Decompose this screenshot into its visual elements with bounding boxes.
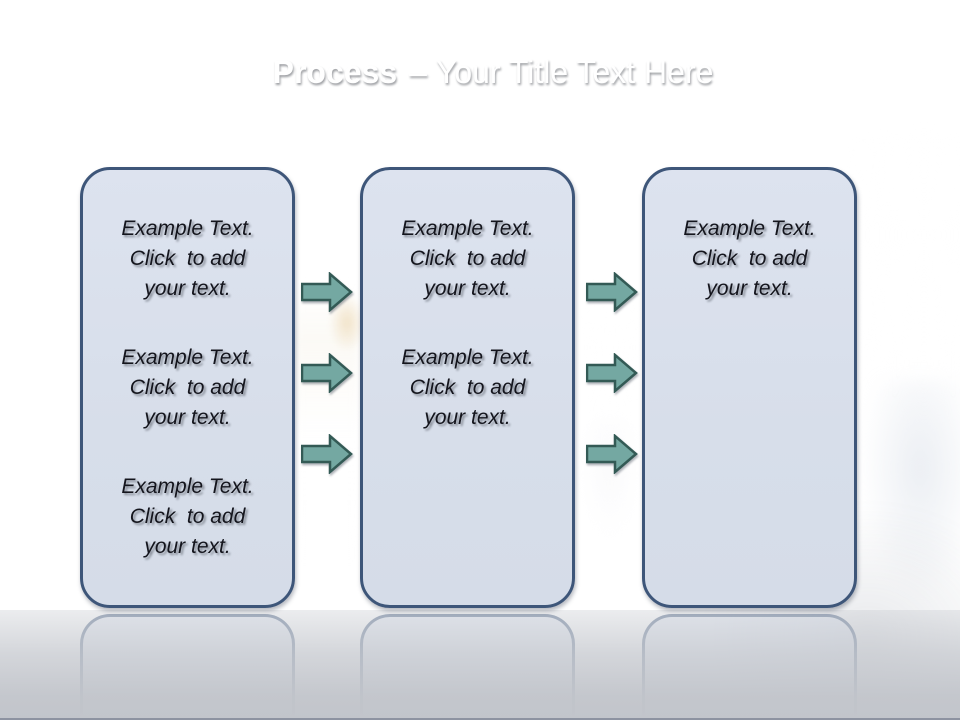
arrow-right-icon: [301, 434, 353, 474]
background-photo-fabric-lower: [860, 380, 960, 600]
process-step-box-3[interactable]: Example Text. Click to add your text.: [642, 167, 857, 608]
process-step-box-2[interactable]: Example Text. Click to add your text. Ex…: [360, 167, 575, 608]
slide-bottom-edge: [0, 718, 960, 720]
box-reflection-3: [642, 614, 857, 720]
arrow-right-icon: [586, 353, 638, 393]
box-reflection-1: [80, 614, 295, 720]
arrow-right-icon: [586, 272, 638, 312]
arrow-right-icon: [301, 353, 353, 393]
text-placeholder[interactable]: Example Text. Click to add your text.: [401, 346, 534, 429]
text-placeholder[interactable]: Example Text. Click to add your text.: [121, 217, 254, 300]
process-step-box-1[interactable]: Example Text. Click to add your text. Ex…: [80, 167, 295, 608]
arrow-right-icon: [586, 434, 638, 474]
arrow-right-icon: [301, 272, 353, 312]
text-placeholder[interactable]: Example Text. Click to add your text.: [121, 346, 254, 429]
text-placeholder[interactable]: Example Text. Click to add your text.: [401, 217, 534, 300]
background-photo-fabric: [840, 130, 960, 430]
slide-title-separator: –: [409, 54, 427, 90]
text-placeholder[interactable]: Example Text. Click to add your text.: [121, 475, 254, 558]
slide-title[interactable]: Process–Your Title Text Here: [13, 54, 960, 91]
slide-title-lead: Process: [272, 54, 398, 90]
text-placeholder[interactable]: Example Text. Click to add your text.: [683, 217, 816, 300]
slide-title-rest: Your Title Text Here: [435, 54, 714, 90]
background-photo-streak-left: [296, 285, 358, 565]
box-reflection-2: [360, 614, 575, 720]
